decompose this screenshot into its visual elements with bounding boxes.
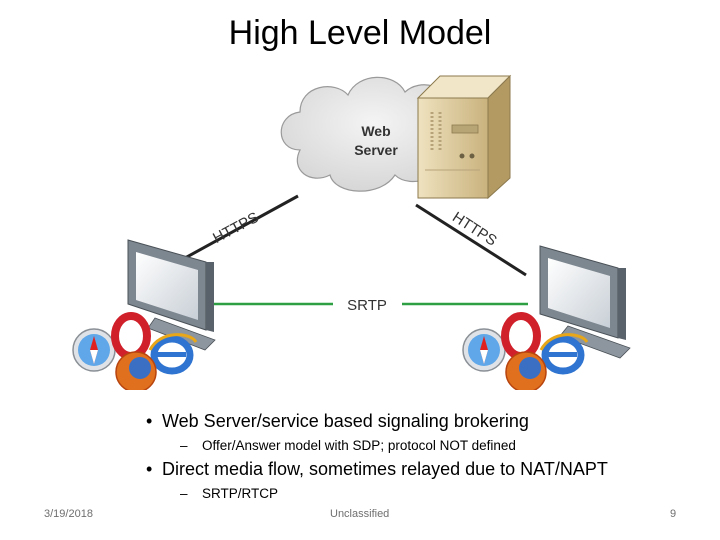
internet-explorer-icon xyxy=(539,333,589,375)
bullet-dot: • xyxy=(146,459,153,479)
high-level-model-diagram: Web Server HTTPS HTTPS SRTP xyxy=(72,74,631,390)
server-icon xyxy=(416,74,512,200)
sub-bullet-1-text: Offer/Answer model with SDP; protocol NO… xyxy=(202,438,516,453)
opera-icon xyxy=(501,312,541,360)
server-label-line1: Web xyxy=(361,123,390,139)
left-monitor-icon xyxy=(127,239,216,351)
bullet-1: • Web Server/service based signaling brok… xyxy=(146,411,529,432)
safari-icon xyxy=(462,328,506,372)
sub-bullet-dash: – xyxy=(180,438,188,453)
opera-icon xyxy=(111,312,151,360)
sub-bullet-dash: – xyxy=(180,486,188,501)
bullet-1-text: Web Server/service based signaling broke… xyxy=(162,411,529,431)
link-bottom-label: SRTP xyxy=(347,297,387,314)
slide-title: High Level Model xyxy=(228,14,492,52)
right-monitor-icon xyxy=(539,245,631,359)
sub-bullet-1: –Offer/Answer model with SDP; protocol N… xyxy=(180,438,516,453)
right-browser-logos xyxy=(462,312,589,390)
footer-page-number: 9 xyxy=(670,508,677,520)
bullet-2: • Direct media flow, sometimes relayed du… xyxy=(146,459,608,480)
server-label-line2: Server xyxy=(354,142,398,158)
firefox-icon xyxy=(115,351,157,390)
link-right-https: HTTPS xyxy=(415,203,527,277)
bullet-2-text: Direct media flow, sometimes relayed due… xyxy=(162,459,608,479)
link-bottom-srtp: SRTP xyxy=(213,297,528,314)
footer-date: 3/19/2018 xyxy=(44,508,93,520)
safari-icon xyxy=(72,328,116,372)
firefox-icon xyxy=(505,351,547,390)
link-left-https: HTTPS xyxy=(184,194,299,260)
internet-explorer-icon xyxy=(148,333,198,375)
sub-bullet-2-text: SRTP/RTCP xyxy=(202,486,279,501)
footer-classification: Unclassified xyxy=(330,508,390,520)
left-browser-logos xyxy=(72,312,198,390)
link-left-label: HTTPS xyxy=(210,209,261,247)
bullet-dot: • xyxy=(146,411,153,431)
sub-bullet-2: –SRTP/RTCP xyxy=(180,486,278,501)
